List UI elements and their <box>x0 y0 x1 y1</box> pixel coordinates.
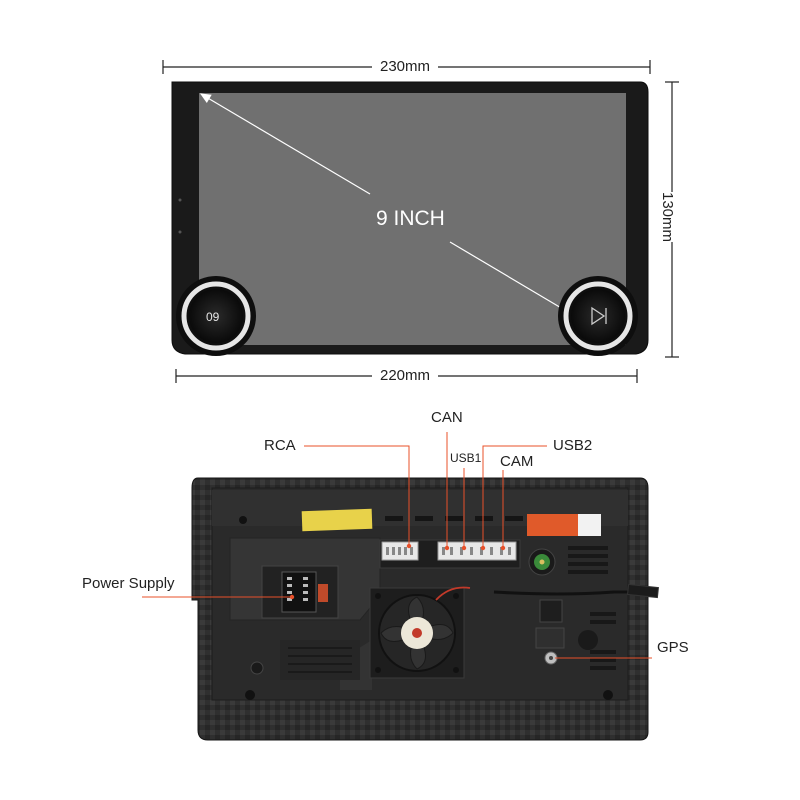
usb1-label: USB1 <box>450 451 482 465</box>
play-next-icon <box>591 306 607 326</box>
power-supply-connector <box>261 565 339 619</box>
yellow-sticker <box>301 508 373 532</box>
dimension-inner-label: 220mm <box>372 368 439 383</box>
can-label: CAN <box>431 409 463 426</box>
dimension-height-label: 130mm <box>654 192 681 243</box>
dimension-top-label: 230mm <box>372 59 439 74</box>
cam-label: CAM <box>500 453 534 470</box>
cooling-fan <box>369 586 471 679</box>
cable <box>493 590 650 596</box>
screen-size-label: 9 INCH <box>376 207 445 230</box>
gps-label: GPS <box>657 639 689 656</box>
green-antenna-connector <box>528 548 556 576</box>
callout-lines <box>142 432 652 659</box>
left-knob-text: 09 <box>206 310 220 324</box>
aux-ports <box>437 541 517 561</box>
left-knob <box>176 276 256 356</box>
right-knob <box>558 276 638 356</box>
connector-block <box>379 539 521 569</box>
rca-label: RCA <box>264 437 296 454</box>
power-supply-label: Power Supply <box>82 575 175 592</box>
usb2-label: USB2 <box>553 437 593 454</box>
callout-dots <box>289 543 506 600</box>
